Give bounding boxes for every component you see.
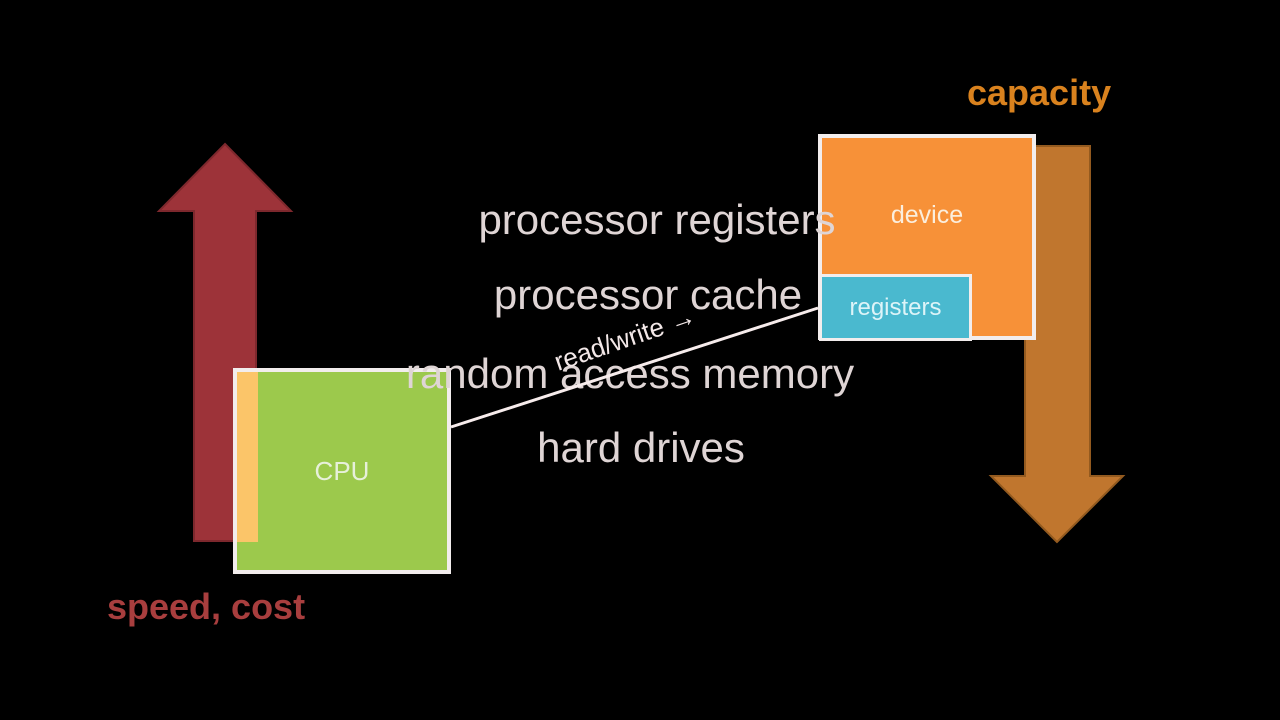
speed-cost-label: speed, cost [107,586,306,627]
cpu-box-label: CPU [314,455,370,486]
memory-level-hard-drives: hard drives [537,424,745,471]
registers-box: registers [819,274,972,341]
capacity-label: capacity [967,72,1112,113]
memory-level-random-access-memory: random access memory [405,350,855,397]
registers-box-label: registers [849,293,942,321]
memory-level-processor-cache: processor cache [493,271,803,318]
memory-level-processor-registers: processor registers [478,196,836,243]
cpu-box: CPU [233,368,451,574]
device-box-label: device [890,201,964,229]
